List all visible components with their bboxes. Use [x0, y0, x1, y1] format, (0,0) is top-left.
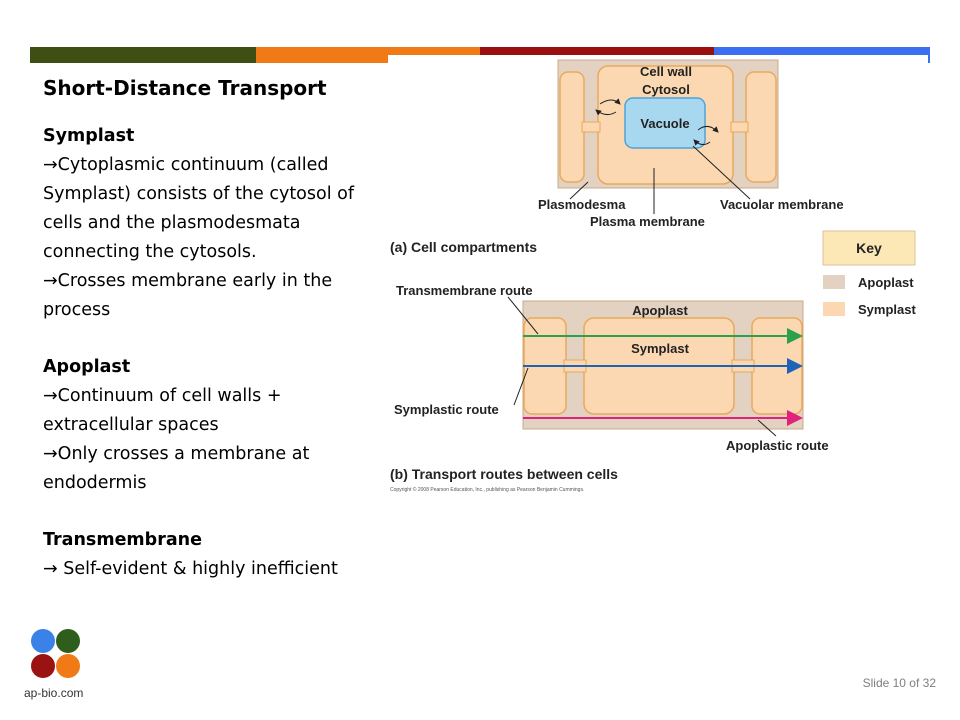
accent-bar-orange	[256, 47, 388, 63]
section-symplast: Symplast →Cytoplasmic continuum (called …	[43, 122, 388, 325]
section-heading: Apoplast	[43, 357, 131, 377]
accent-bar-green	[30, 47, 256, 63]
label-plasma-membrane: Plasma membrane	[590, 214, 705, 229]
slide-number: Slide 10 of 32	[862, 676, 936, 690]
accent-bar-orange-thin	[388, 47, 480, 55]
cell-compartments-illustration	[557, 59, 779, 214]
bullet-line: →Cytoplasmic continuum (called Symplast)…	[43, 155, 355, 262]
ap-bio-logo	[31, 629, 80, 678]
label-plasmodesma: Plasmodesma	[538, 197, 626, 212]
key-label-symplast: Symplast	[858, 302, 916, 317]
diagram-key: Key Apoplast Symplast	[822, 230, 916, 317]
label-apoplast: Apoplast	[632, 303, 688, 318]
key-swatch-symplast	[823, 302, 845, 316]
bullet-line: →Crosses membrane early in the process	[43, 271, 333, 320]
label-cytosol: Cytosol	[642, 82, 690, 97]
label-cell-wall: Cell wall	[640, 64, 692, 79]
label-vacuolar-membrane: Vacuolar membrane	[720, 197, 844, 212]
label-symplastic-route: Symplastic route	[394, 402, 499, 417]
section-transmembrane: Transmembrane → Self-evident & highly in…	[43, 526, 388, 584]
logo-text: ap-bio.com	[24, 686, 84, 700]
bullet-line: →Continuum of cell walls + extracellular…	[43, 386, 282, 435]
section-heading: Symplast	[43, 126, 135, 146]
bullet-line: →Only crosses a membrane at endodermis	[43, 444, 310, 493]
caption-part-a: (a) Cell compartments	[390, 239, 537, 255]
accent-bar-blue	[714, 47, 930, 55]
slide-text: Short-Distance Transport Symplast →Cytop…	[43, 74, 388, 584]
section-apoplast: Apoplast →Continuum of cell walls + extr…	[43, 353, 388, 498]
slide-title: Short-Distance Transport	[43, 76, 327, 100]
label-vacuole: Vacuole	[640, 116, 689, 131]
caption-part-b: (b) Transport routes between cells	[390, 466, 618, 482]
key-swatch-apoplast	[823, 275, 845, 289]
bullet-line: → Self-evident & highly inefficient	[43, 559, 338, 579]
label-symplast: Symplast	[631, 341, 689, 356]
key-label-apoplast: Apoplast	[858, 275, 914, 290]
transport-diagram: Cell wall Cytosol Vacuole Plasmodesma Va…	[390, 59, 916, 493]
accent-bar-blue-tail	[928, 47, 930, 63]
copyright-notice: Copyright © 2008 Pearson Education, Inc.…	[390, 486, 584, 493]
section-heading: Transmembrane	[43, 530, 202, 550]
accent-bar-red	[480, 47, 714, 55]
label-apoplastic-route: Apoplastic route	[726, 438, 829, 453]
key-title: Key	[856, 240, 882, 256]
transport-routes-illustration	[507, 296, 804, 437]
label-transmembrane-route: Transmembrane route	[396, 283, 533, 298]
